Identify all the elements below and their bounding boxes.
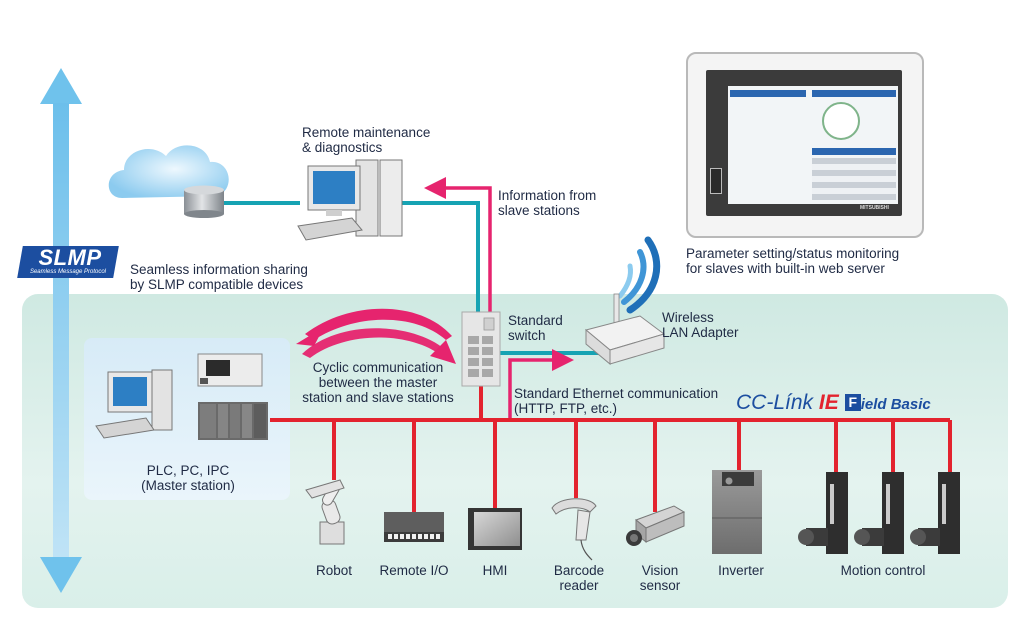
slmp-arrow-down-head [40,557,82,593]
info-from-slaves-arrow [424,177,492,312]
servo-motor-2 [854,528,884,546]
compact-plc-icon [197,353,263,387]
web-server-label: Parameter setting/status monitoring for … [686,246,900,276]
slmp-arrow-up-head [40,68,82,104]
servo-amp-3 [938,472,960,554]
screen-value-table [812,158,896,200]
screen-header-status [730,90,806,97]
servo-motor-1 [798,528,828,546]
ethernet-lines [224,201,600,355]
wireless-lan-label: Wireless LAN Adapter [662,310,739,340]
cyclic-communication-arrow [296,308,456,364]
screen-header-operation [812,148,896,155]
screen-gauge [822,102,860,140]
standard-switch-icon [461,311,501,387]
servo-amp-2 [882,472,904,554]
inverter-icon [712,470,762,554]
slmp-double-arrow [40,68,82,593]
cclink-bus [270,386,952,512]
vision-sensor-icon [626,505,686,546]
ethernet-communication-label: Standard Ethernet communication (HTTP, F… [514,386,719,416]
wireless-lan-adapter-icon [584,293,666,366]
database-icon [184,185,224,218]
device-label-motion-control: Motion control [840,563,926,578]
web-hmi-brand: MITSUBISHI [860,205,889,211]
cloud-icon [108,145,229,198]
ethernet-line-pc-to-switch [398,201,480,312]
slmp-logo-text: SLMP [38,245,102,270]
slmp-arrow-shaft [53,103,69,558]
servo-amp-1 [826,472,848,554]
slmp-description: Seamless information sharing by SLMP com… [130,262,308,292]
screen-header-rotation [812,90,896,97]
slmp-logo-subtitle: Seamless Message Protocol [29,269,107,275]
modular-plc-icon [198,402,268,440]
wireless-signal-icon [617,236,661,314]
motion-control-icon [798,472,960,554]
master-station-label: PLC, PC, IPC (Master station) [141,463,235,493]
device-label-vision-sensor: Vision sensor [639,563,681,593]
remote-maintenance-label: Remote maintenance & diagnostics [302,125,431,155]
standard-switch-label: Standard switch [508,313,563,343]
cyclic-communication-label: Cyclic communication between the master … [302,360,454,405]
cclink-field-f: F [844,394,861,411]
info-from-slaves-label: Information from slave stations [498,188,597,218]
device-label-hmi: HMI [482,563,508,578]
remote-pc-icon [297,159,403,241]
remote-io-icon [384,512,444,542]
cclink-cc: CC-Línk [736,391,814,414]
robot-icon [305,479,345,545]
ethernet-comm-arrow [508,349,574,418]
cclink-ie: IE [818,391,839,414]
device-label-barcode-reader: Barcode reader [553,563,605,593]
device-label-remote-io: Remote I/O [379,563,449,578]
barcode-reader-icon [551,498,597,561]
servo-motor-3 [910,528,940,546]
master-pc-icon [95,369,173,439]
cclink-field-basic: ield Basic [860,396,931,413]
hmi-device-icon [468,508,522,550]
web-hmi-screen [728,86,898,204]
device-label-inverter: Inverter [718,563,764,578]
web-hmi-usb-cover [710,168,722,194]
device-label-robot: Robot [315,563,353,578]
